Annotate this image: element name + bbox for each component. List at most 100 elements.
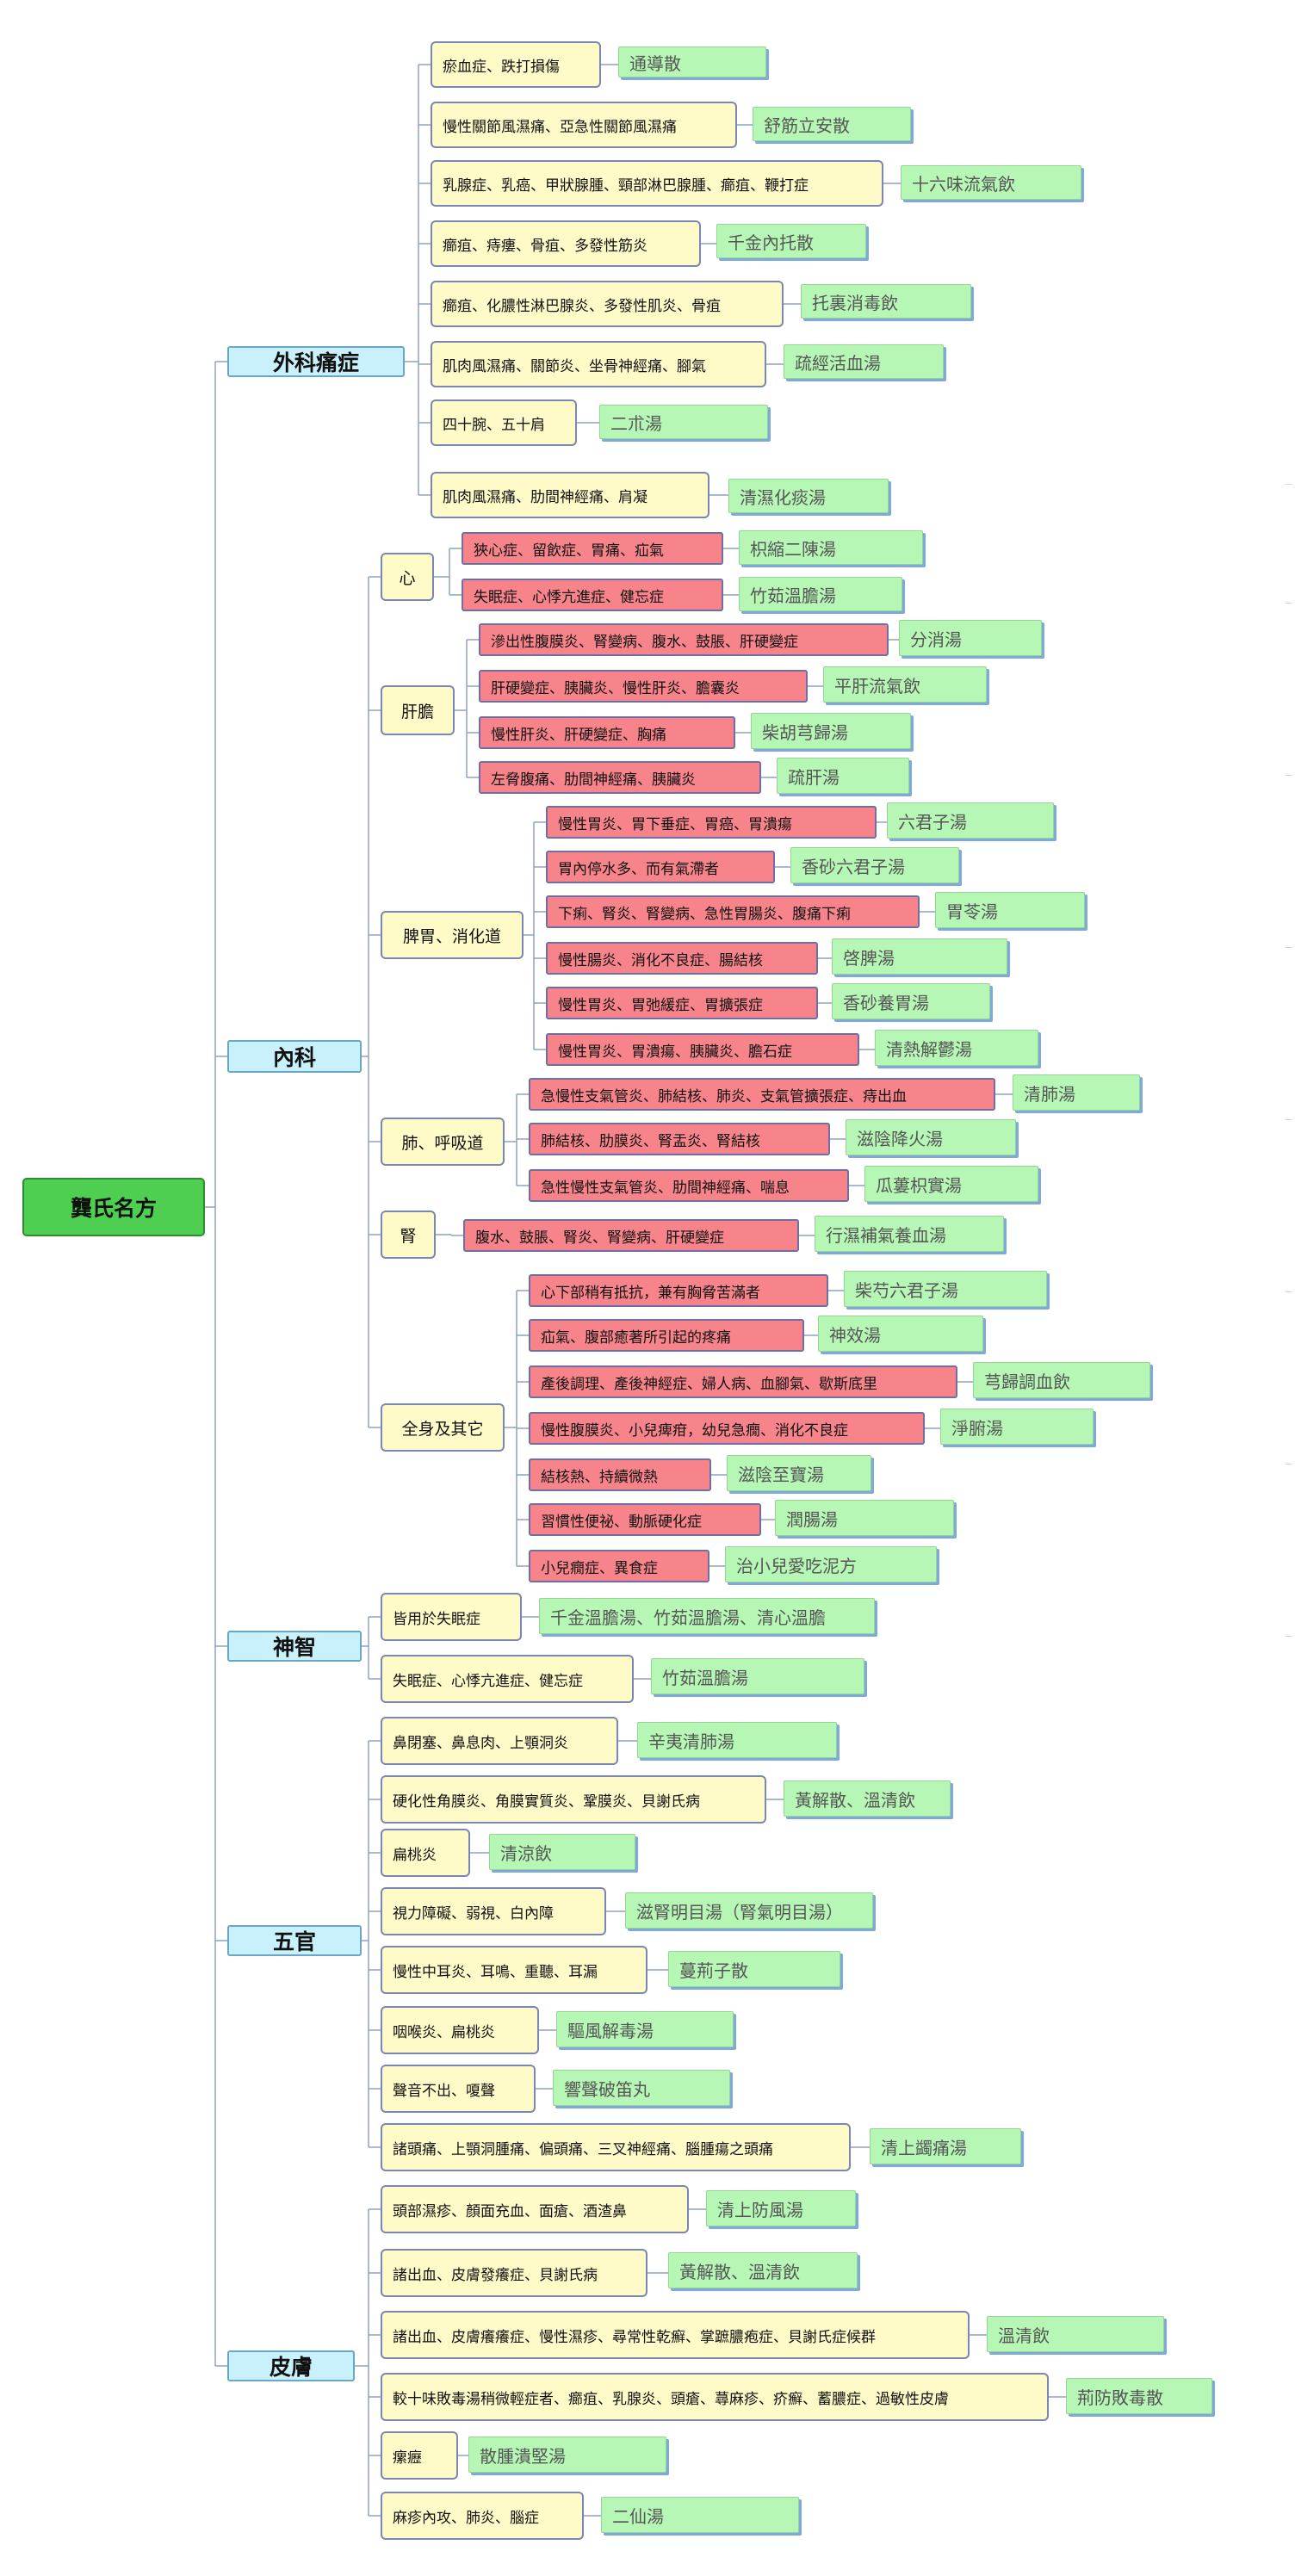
- formula-node[interactable]: 竹茹溫膽湯: [651, 1658, 864, 1694]
- symptom-node[interactable]: 諸頭痛、上顎洞腫痛、偏頭痛、三叉神經痛、腦腫瘍之頭痛: [381, 2123, 851, 2171]
- symptom-node[interactable]: 皆用於失眠症: [381, 1593, 522, 1641]
- formula-node[interactable]: 枳縮二陳湯: [739, 530, 923, 565]
- symptom-node[interactable]: 失眠症、心悸亢進症、健忘症: [381, 1655, 634, 1703]
- formula-node[interactable]: 香砂六君子湯: [790, 847, 959, 883]
- formula-node[interactable]: 香砂養胃湯: [832, 983, 990, 1019]
- symptom-node[interactable]: 較十味敗毒湯稍微輕症者、癤疽、乳腺炎、頭瘡、蕁麻疹、疥癬、蓄膿症、過敏性皮膚: [381, 2373, 1049, 2421]
- formula-node[interactable]: 神效湯: [818, 1316, 983, 1352]
- symptom-node[interactable]: 狹心症、留飲症、胃痛、疝氣: [462, 532, 723, 565]
- formula-node[interactable]: 二朮湯: [599, 405, 768, 439]
- formula-node[interactable]: 六君子湯: [887, 802, 1054, 839]
- formula-node[interactable]: 治小兒愛吃泥方: [725, 1546, 937, 1582]
- symptom-node[interactable]: 急性慢性支氣管炎、肋間神經痛、喘息: [529, 1169, 849, 1202]
- formula-node[interactable]: 黃解散、溫清飲: [784, 1780, 951, 1817]
- symptom-node[interactable]: 左脅腹痛、肋間神經痛、胰臟炎: [479, 761, 761, 794]
- symptom-node[interactable]: 鼻閉塞、鼻息肉、上顎洞炎: [381, 1717, 618, 1765]
- formula-node[interactable]: 滋陰降火湯: [846, 1119, 1016, 1155]
- symptom-node[interactable]: 乳腺症、乳癌、甲狀腺腫、頸部淋巴腺腫、癤疽、鞭打症: [431, 160, 883, 207]
- formula-node[interactable]: 溫清飲: [987, 2316, 1164, 2352]
- symptom-node[interactable]: 腹水、鼓脹、腎炎、腎變病、肝硬變症: [463, 1219, 799, 1252]
- symptom-node[interactable]: 聲音不出、嗄聲: [381, 2065, 536, 2113]
- symptom-node[interactable]: 肺結核、肋膜炎、腎盂炎、腎結核: [529, 1123, 830, 1155]
- symptom-node[interactable]: 慢性肝炎、肝硬變症、胸痛: [479, 716, 735, 749]
- formula-node[interactable]: 清上蠲痛湯: [870, 2128, 1021, 2164]
- symptom-node[interactable]: 肝硬變症、胰臟炎、慢性肝炎、膽囊炎: [479, 670, 808, 703]
- symptom-node[interactable]: 癤疽、痔瘻、骨疽、多發性筋炎: [431, 220, 701, 267]
- formula-node[interactable]: 分消湯: [899, 620, 1042, 656]
- symptom-node[interactable]: 慢性關節風濕痛、亞急性關節風濕痛: [431, 102, 737, 148]
- symptom-node[interactable]: 心下部稍有抵抗，兼有胸脅苦滿者: [529, 1274, 828, 1307]
- symptom-node[interactable]: 結核熱、持續微熱: [529, 1458, 711, 1491]
- formula-node[interactable]: 清濕化痰湯: [728, 479, 889, 513]
- formula-node[interactable]: 胃苓湯: [935, 892, 1085, 928]
- symptom-node[interactable]: 慢性胃炎、胃下垂症、胃癌、胃潰瘍: [546, 806, 877, 839]
- root-node[interactable]: 龔氏名方: [22, 1178, 205, 1236]
- formula-node[interactable]: 通導散: [618, 46, 766, 77]
- symptom-node[interactable]: 肌肉風濕痛、肋間神經痛、肩凝: [431, 472, 709, 518]
- formula-node[interactable]: 啓脾湯: [832, 938, 1007, 975]
- formula-node[interactable]: 荊防敗毒散: [1066, 2378, 1212, 2414]
- symptom-node[interactable]: 慢性腹膜炎、小兒痺疳，幼兒急癇、消化不良症: [529, 1412, 925, 1445]
- formula-node[interactable]: 淨腑湯: [940, 1409, 1094, 1445]
- subgroup-whole-body-other[interactable]: 全身及其它: [381, 1403, 505, 1452]
- subgroup-kidney[interactable]: 腎: [381, 1211, 436, 1259]
- symptom-node[interactable]: 疝氣、腹部癒著所引起的疼痛: [529, 1319, 804, 1352]
- symptom-node[interactable]: 瘰癧: [381, 2431, 458, 2480]
- formula-node[interactable]: 潤腸湯: [775, 1500, 954, 1536]
- formula-node[interactable]: 十六味流氣飲: [901, 165, 1081, 200]
- symptom-node[interactable]: 硬化性角膜炎、角膜實質炎、鞏膜炎、貝謝氏病: [381, 1775, 766, 1824]
- category-mental[interactable]: 神智: [227, 1631, 362, 1662]
- formula-node[interactable]: 清熱解鬱湯: [875, 1030, 1038, 1066]
- formula-node[interactable]: 散腫潰堅湯: [468, 2437, 666, 2473]
- symptom-node[interactable]: 咽喉炎、扁桃炎: [381, 2006, 539, 2054]
- symptom-node[interactable]: 胃內停水多、而有氣滯者: [546, 851, 775, 883]
- formula-node[interactable]: 柴胡芎歸湯: [751, 713, 911, 749]
- symptom-node[interactable]: 失眠症、心悸亢進症、健忘症: [462, 579, 723, 611]
- symptom-node[interactable]: 產後調理、產後神經症、婦人病、血腳氣、歇斯底里: [529, 1365, 957, 1398]
- formula-node[interactable]: 芎歸調血飲: [973, 1362, 1150, 1398]
- formula-node[interactable]: 疏肝湯: [777, 758, 909, 794]
- symptom-node[interactable]: 急慢性支氣管炎、肺結核、肺炎、支氣管擴張症、痔出血: [529, 1078, 995, 1111]
- symptom-node[interactable]: 肌肉風濕痛、關節炎、坐骨神經痛、腳氣: [431, 341, 766, 387]
- category-skin[interactable]: 皮膚: [227, 2350, 355, 2381]
- formula-node[interactable]: 千金內托散: [716, 224, 866, 258]
- category-internal-medicine[interactable]: 內科: [227, 1040, 362, 1073]
- formula-node[interactable]: 清涼飲: [489, 1834, 635, 1870]
- symptom-node[interactable]: 慢性胃炎、胃潰瘍、胰臟炎、膽石症: [546, 1033, 859, 1066]
- category-five-senses[interactable]: 五官: [227, 1925, 362, 1956]
- formula-node[interactable]: 二仙湯: [601, 2497, 799, 2533]
- symptom-node[interactable]: 滲出性腹膜炎、腎變病、腹水、鼓脹、肝硬變症: [479, 623, 889, 656]
- symptom-node[interactable]: 頭部濕疹、顏面充血、面瘡、酒渣鼻: [381, 2185, 689, 2233]
- symptom-node[interactable]: 慢性腸炎、消化不良症、腸結核: [546, 942, 818, 975]
- symptom-node[interactable]: 扁桃炎: [381, 1829, 470, 1877]
- symptom-node[interactable]: 諸出血、皮膚癢癢症、慢性濕疹、尋常性乾癬、掌蹠膿疱症、貝謝氏症候群: [381, 2311, 970, 2359]
- formula-node[interactable]: 平肝流氣飲: [823, 666, 987, 703]
- symptom-node[interactable]: 小兒癇症、異食症: [529, 1550, 709, 1582]
- symptom-node[interactable]: 四十腕、五十肩: [431, 399, 577, 446]
- formula-node[interactable]: 舒筋立安散: [753, 107, 911, 141]
- symptom-node[interactable]: 癤疽、化膿性淋巴腺炎、多發性肌炎、骨疽: [431, 281, 784, 327]
- subgroup-liver-gallbladder[interactable]: 肝膽: [381, 685, 455, 735]
- formula-node[interactable]: 驅風解毒湯: [556, 2011, 734, 2047]
- symptom-node[interactable]: 習慣性便祕、動脈硬化症: [529, 1503, 761, 1536]
- symptom-node[interactable]: 麻疹內攻、肺炎、腦症: [381, 2492, 584, 2540]
- subgroup-heart[interactable]: 心: [381, 553, 434, 601]
- formula-node[interactable]: 柴芍六君子湯: [844, 1271, 1047, 1307]
- subgroup-lung-respiratory[interactable]: 肺、呼吸道: [381, 1118, 505, 1166]
- formula-node[interactable]: 瓜蔞枳實湯: [864, 1166, 1038, 1202]
- formula-node[interactable]: 千金溫膽湯、竹茹溫膽湯、清心溫膽: [539, 1598, 875, 1634]
- formula-node[interactable]: 清上防風湯: [706, 2190, 856, 2226]
- symptom-node[interactable]: 慢性中耳炎、耳鳴、重聽、耳漏: [381, 1946, 648, 1994]
- formula-node[interactable]: 行濕補氣養血湯: [815, 1216, 1004, 1252]
- formula-node[interactable]: 黃解散、溫清飲: [668, 2252, 858, 2288]
- symptom-node[interactable]: 慢性胃炎、胃弛緩症、胃擴張症: [546, 987, 818, 1019]
- formula-node[interactable]: 滋陰至寶湯: [727, 1455, 871, 1491]
- symptom-node[interactable]: 諸出血、皮膚發癢症、貝謝氏病: [381, 2249, 648, 2297]
- symptom-node[interactable]: 瘀血症、跌打損傷: [431, 41, 601, 88]
- formula-node[interactable]: 蔓荊子散: [668, 1951, 840, 1987]
- formula-node[interactable]: 托裏消毒飲: [801, 284, 971, 319]
- formula-node[interactable]: 辛夷清肺湯: [637, 1722, 837, 1758]
- formula-node[interactable]: 清肺湯: [1013, 1074, 1140, 1111]
- formula-node[interactable]: 疏經活血湯: [784, 344, 944, 379]
- symptom-node[interactable]: 下痢、腎炎、腎變病、急性胃腸炎、腹痛下痢: [546, 895, 920, 928]
